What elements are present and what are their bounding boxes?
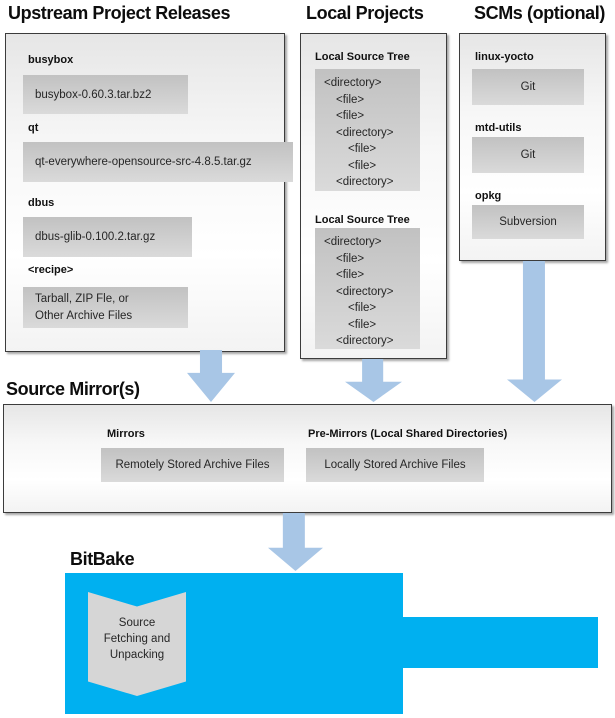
qt-label: qt: [28, 122, 39, 134]
bitbake-output-bar: [403, 617, 598, 668]
tree-line: <file>: [336, 269, 365, 281]
tree-line: <file>: [348, 318, 377, 331]
down-arrow-icon-upstream: [187, 350, 235, 402]
down-arrow-icon-local: [345, 359, 402, 402]
ribbon-line1: Source: [118, 617, 156, 629]
tree-line: <file>: [348, 159, 377, 172]
local-source-tree-2: <directory> <file> <file> <directory> <f…: [315, 228, 420, 349]
down-arrow-icon-scms: [507, 261, 562, 402]
local-source-tree-label-1: Local Source Tree: [315, 51, 410, 63]
local-projects-title: Local Projects: [306, 3, 424, 23]
linux-yocto-git-item: Git: [472, 69, 584, 105]
tree-line: <file>: [336, 110, 365, 122]
down-arrow-icon-bitbake: [268, 513, 323, 571]
ribbon-line3: Unpacking: [109, 649, 165, 661]
local-source-tree-1: <directory> <file> <file> <directory> <f…: [315, 69, 420, 191]
recipe-archive-line2: Other Archive Files: [35, 309, 133, 322]
upstream-panel: busybox busybox-0.60.3.tar.bz2 qt qt-eve…: [5, 33, 293, 352]
tree-line: <file>: [348, 302, 377, 314]
dbus-tarball-item: dbus-glib-0.100.2.tar.gz: [23, 217, 192, 257]
recipe-archive-item: Tarball, ZIP Fle, or Other Archive Files: [23, 287, 188, 328]
scms-panel: linux-yocto Git mtd-utils Git opkg Subve…: [459, 33, 606, 261]
mtd-utils-label: mtd-utils: [475, 122, 522, 134]
local-projects-panel: Local Source Tree <directory> <file> <fi…: [300, 33, 447, 359]
source-mirrors-title: Source Mirror(s): [6, 379, 140, 399]
linux-yocto-label: linux-yocto: [475, 51, 534, 63]
busybox-tarball-item: busybox-0.60.3.tar.bz2: [23, 75, 188, 114]
scms-title: SCMs (optional): [474, 3, 605, 23]
tree-line: <directory>: [324, 236, 382, 248]
recipe-label: <recipe>: [28, 264, 74, 276]
tree-line: <directory>: [336, 126, 394, 139]
local-source-tree-label-2: Local Source Tree: [315, 214, 410, 226]
local-archive-item: Locally Stored Archive Files: [306, 448, 484, 482]
mtd-utils-git-item: Git: [472, 137, 584, 173]
ribbon-line2: Fetching and: [103, 633, 171, 645]
opkg-subversion-item: Subversion: [472, 205, 584, 239]
upstream-title: Upstream Project Releases: [8, 3, 231, 23]
tree-line: <file>: [348, 143, 377, 155]
tree-line: <file>: [336, 252, 365, 265]
bitbake-title: BitBake: [70, 549, 135, 569]
tree-line: <directory>: [336, 176, 394, 188]
opkg-label: opkg: [475, 190, 502, 202]
source-mirrors-panel: Mirrors Remotely Stored Archive Files Pr…: [3, 404, 612, 513]
remote-archive-item: Remotely Stored Archive Files: [101, 448, 284, 482]
tree-line: <file>: [336, 93, 365, 106]
tree-line: <directory>: [336, 335, 394, 347]
recipe-archive-line1: Tarball, ZIP Fle, or: [35, 292, 129, 305]
pre-mirrors-label: Pre-Mirrors (Local Shared Directories): [308, 428, 508, 440]
dbus-label: dbus: [28, 197, 55, 209]
mirrors-label: Mirrors: [107, 428, 145, 440]
tree-line: <directory>: [336, 285, 394, 298]
busybox-label: busybox: [28, 54, 74, 66]
qt-tarball-item: qt-everywhere-opensource-src-4.8.5.tar.g…: [23, 142, 293, 182]
tree-line: <directory>: [324, 77, 382, 89]
source-fetching-ribbon: Source Fetching and Unpacking: [88, 592, 186, 696]
